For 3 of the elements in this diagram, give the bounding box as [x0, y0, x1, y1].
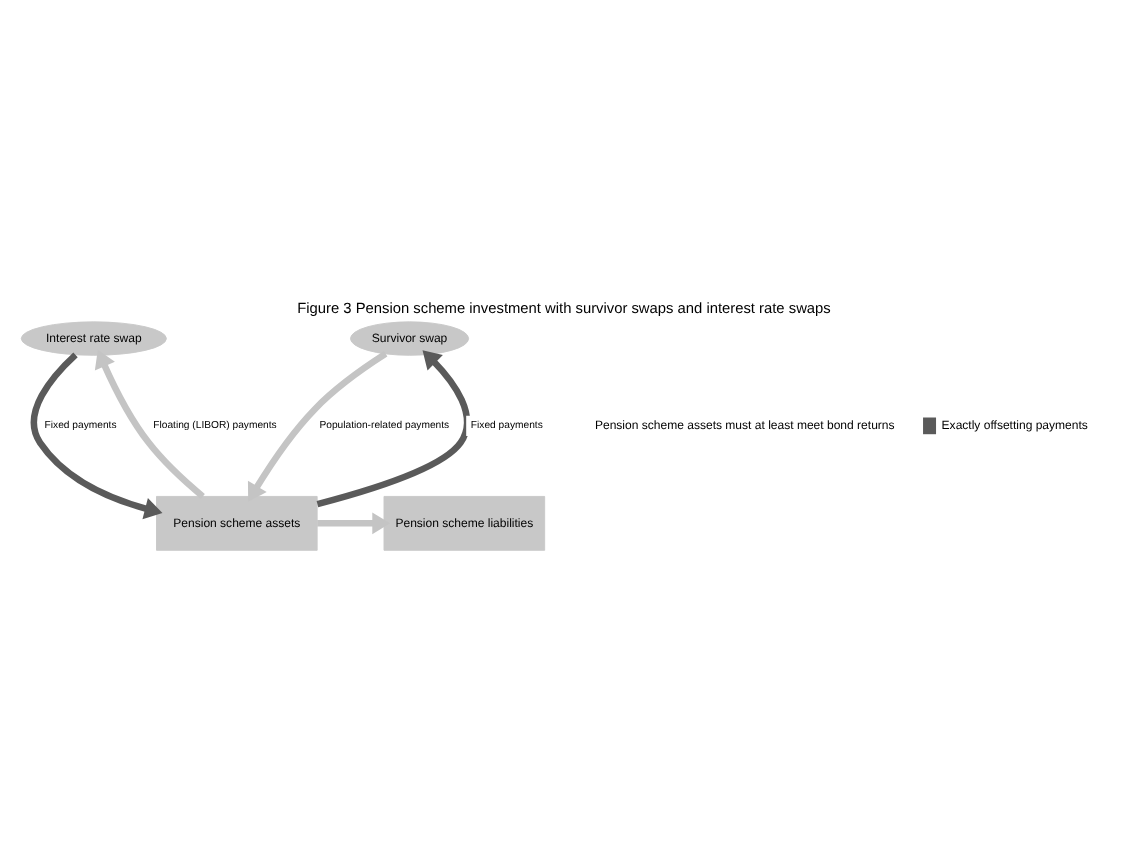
arrow — [30, 351, 163, 519]
diagram-title: Figure 3 Pension scheme investment with survivor swaps and interest rate swaps — [297, 298, 831, 317]
arrow — [247, 350, 388, 501]
